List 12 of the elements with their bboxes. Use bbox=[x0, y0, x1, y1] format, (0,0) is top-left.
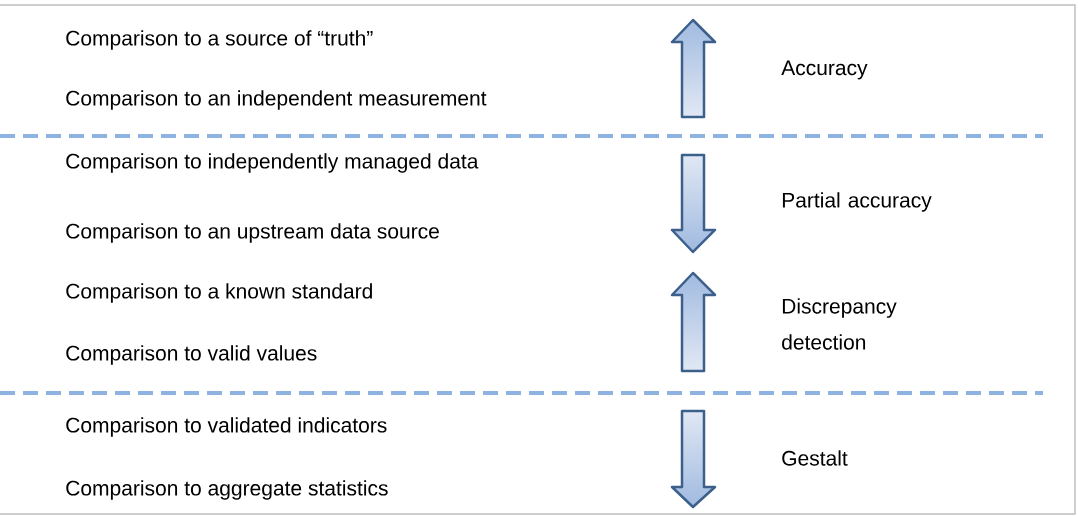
criterion-text: Comparison to a source of “truth” bbox=[66, 30, 373, 50]
category-text: Gestalt bbox=[782, 450, 848, 466]
criterion-text: Comparison to independently managed data bbox=[66, 153, 479, 173]
criterion-text: Comparison to an upstream data source bbox=[66, 223, 439, 243]
category-text: Accuracy bbox=[781, 60, 868, 80]
criterion-text: Comparison to aggregate statistics bbox=[66, 480, 388, 500]
criterion-text: Comparison to valid values bbox=[66, 345, 317, 365]
category-text: Discrepancy detection bbox=[782, 298, 897, 350]
category-text: Partial accuracy bbox=[782, 192, 932, 212]
criterion-text: Comparison to an independent measurement bbox=[66, 90, 487, 110]
criterion-text: Comparison to validated indicators bbox=[66, 417, 387, 437]
criterion-text: Comparison to a known standard bbox=[66, 283, 372, 303]
